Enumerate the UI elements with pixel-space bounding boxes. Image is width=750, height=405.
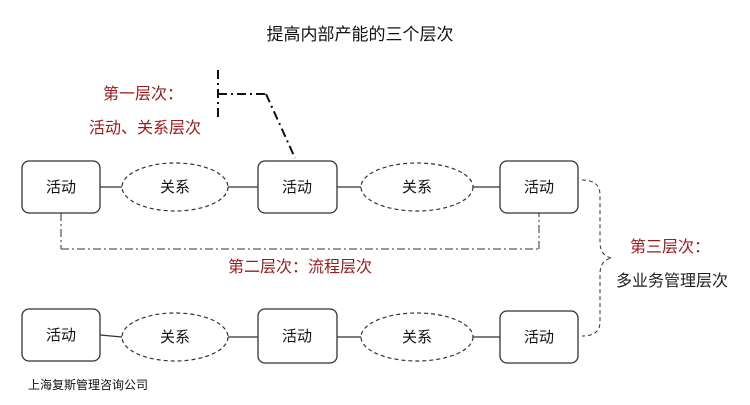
row2: 活动 关系 活动 关系 活动 <box>21 308 579 364</box>
level3-label-line1: 第三层次： <box>630 237 710 256</box>
row1-activity-2: 活动 <box>257 160 338 214</box>
row2-activity-2: 活动 <box>257 308 338 364</box>
row2-relation-2: 关系 <box>360 312 474 362</box>
company-footer: 上海复斯管理咨询公司 <box>28 377 148 392</box>
level1-label-line1: 第一层次： <box>103 84 183 103</box>
row1-relation-1: 关系 <box>121 162 229 212</box>
row1: 活动 关系 活动 关系 活动 <box>21 160 579 214</box>
row2-activity-1: 活动 <box>21 308 101 362</box>
level1-label-line2: 活动、关系层次 <box>89 118 201 137</box>
relation-label: 关系 <box>160 328 190 346</box>
relation-label: 关系 <box>402 178 432 196</box>
row1-relation-2: 关系 <box>360 162 474 212</box>
level3-label-line2: 多业务管理层次 <box>616 271 728 290</box>
row1-activity-1: 活动 <box>21 160 101 214</box>
level3-brace <box>581 179 613 337</box>
row2-relation-1: 关系 <box>121 312 229 362</box>
level1-connector <box>217 70 296 159</box>
relation-label: 关系 <box>402 328 432 346</box>
level1-pointer-line <box>265 93 296 159</box>
level2-bracket <box>60 213 540 250</box>
activity-label: 活动 <box>46 326 76 344</box>
activity-label: 活动 <box>46 178 76 196</box>
row1-activity-3: 活动 <box>499 160 579 214</box>
diagram-title: 提高内部产能的三个层次 <box>267 25 454 45</box>
activity-label: 活动 <box>524 328 554 346</box>
activity-label: 活动 <box>282 178 312 196</box>
level2-label: 第二层次：流程层次 <box>228 257 372 276</box>
row2-activity-3: 活动 <box>499 310 579 364</box>
row2-link <box>99 334 123 338</box>
activity-label: 活动 <box>282 327 312 345</box>
activity-label: 活动 <box>524 178 554 196</box>
relation-label: 关系 <box>160 178 190 196</box>
